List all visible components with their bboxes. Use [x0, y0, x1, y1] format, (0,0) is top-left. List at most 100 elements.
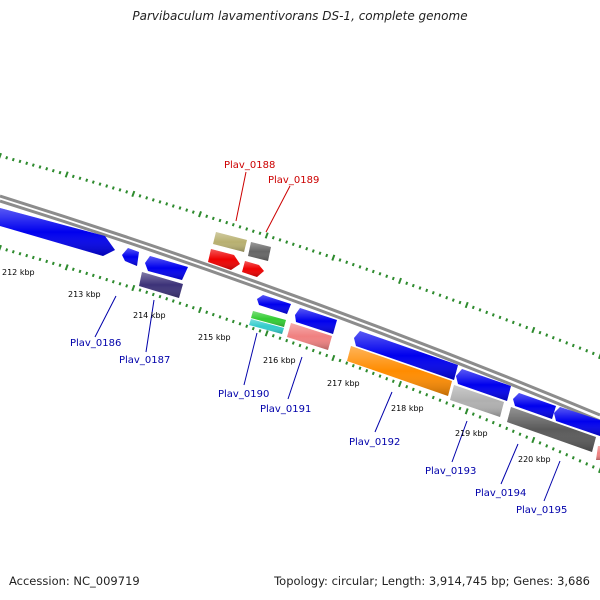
minor-tick [378, 374, 382, 378]
minor-tick [31, 255, 35, 260]
minor-tick [185, 208, 189, 212]
minor-tick [58, 263, 62, 268]
minor-tick [378, 272, 382, 276]
major-tick [331, 254, 336, 261]
minor-tick [431, 395, 435, 400]
minor-tick [98, 275, 102, 280]
minor-tick [218, 315, 222, 319]
minor-tick [78, 176, 82, 181]
minor-tick [578, 346, 582, 350]
minor-tick [145, 290, 149, 295]
gene-shade [347, 346, 452, 396]
gene-label-plav-0195[interactable]: Plav_0195 [516, 505, 567, 516]
gene-label-plav-0192[interactable]: Plav_0192 [349, 437, 400, 448]
minor-tick [225, 317, 229, 321]
minor-tick [525, 325, 529, 330]
gene-shade [242, 261, 264, 277]
gene-shade [248, 242, 271, 261]
minor-tick [238, 225, 242, 229]
minor-tick [438, 293, 442, 297]
gene-shade [145, 256, 188, 280]
minor-tick [5, 248, 9, 252]
minor-tick [38, 165, 42, 169]
minor-tick [305, 246, 309, 251]
minor-tick [298, 244, 302, 249]
minor-tick [85, 178, 89, 182]
gene-label-plav-0194[interactable]: Plav_0194 [475, 488, 526, 499]
minor-tick [11, 157, 15, 162]
accession-text: Accession: NC_009719 [9, 574, 140, 588]
gene-shade [354, 331, 458, 380]
minor-tick [258, 329, 262, 333]
minor-tick [371, 269, 375, 274]
minor-tick [565, 341, 569, 345]
minor-tick [545, 444, 549, 448]
major-tick [0, 244, 2, 252]
minor-tick [85, 271, 89, 276]
minor-tick [365, 369, 369, 373]
minor-tick [538, 330, 542, 335]
minor-tick [251, 229, 255, 233]
major-tick [198, 211, 202, 218]
minor-tick [205, 310, 209, 315]
minor-tick [451, 404, 455, 408]
minor-tick [411, 283, 415, 288]
minor-tick [385, 274, 389, 278]
genome-title: Parvibaculum lavamentivorans DS-1, compl… [132, 9, 468, 23]
minor-tick [571, 343, 575, 348]
minor-tick [545, 333, 549, 337]
genome-backbone [0, 194, 600, 423]
major-tick [598, 466, 600, 474]
minor-tick [458, 406, 462, 411]
minor-tick [78, 269, 82, 274]
major-tick [131, 190, 136, 198]
minor-tick [511, 320, 515, 325]
genome-summary-text: Topology: circular; Length: 3,914,745 bp… [274, 574, 590, 588]
major-tick [264, 232, 269, 239]
minor-tick [171, 204, 175, 208]
minor-tick [118, 188, 122, 192]
minor-tick [165, 202, 169, 206]
minor-tick [418, 390, 422, 394]
kbp-label: 216 kbp [263, 356, 296, 365]
tick-tracks [0, 152, 600, 474]
minor-tick [458, 300, 462, 305]
minor-tick [585, 462, 589, 466]
minor-tick [71, 267, 75, 272]
minor-tick [118, 282, 122, 286]
minor-tick [325, 253, 329, 258]
minor-tick [518, 323, 522, 327]
gene-label-plav-0191[interactable]: Plav_0191 [260, 404, 311, 415]
minor-tick [245, 227, 249, 231]
gene-label-plav-0186[interactable]: Plav_0186 [70, 338, 121, 349]
gene-label-plav-0189[interactable]: Plav_0189 [268, 175, 319, 186]
gene-label-plav-0187[interactable]: Plav_0187 [119, 355, 170, 366]
major-tick [0, 152, 2, 160]
gene-label-plav-0190[interactable]: Plav_0190 [218, 389, 269, 400]
minor-tick [71, 174, 75, 179]
minor-tick [271, 333, 275, 338]
gene-label-plav-0188[interactable]: Plav_0188 [224, 160, 275, 171]
minor-tick [565, 453, 569, 457]
major-tick [398, 277, 402, 285]
minor-tick [58, 170, 62, 175]
major-tick [531, 436, 536, 444]
minor-tick [191, 210, 195, 214]
minor-tick [418, 286, 422, 290]
gene-shade [507, 407, 596, 452]
gene-shade [513, 393, 556, 419]
minor-tick [311, 249, 315, 253]
major-tick [598, 352, 600, 360]
minor-tick [491, 313, 495, 317]
gene-shade [213, 232, 247, 252]
minor-tick [338, 258, 342, 262]
minor-tick [158, 200, 162, 204]
minor-tick [305, 346, 309, 350]
gene-label-plav-0193[interactable]: Plav_0193 [425, 466, 476, 477]
minor-tick [51, 168, 55, 173]
minor-tick [245, 324, 249, 328]
minor-tick [371, 371, 375, 376]
minor-tick [485, 310, 489, 315]
minor-tick [538, 441, 542, 445]
